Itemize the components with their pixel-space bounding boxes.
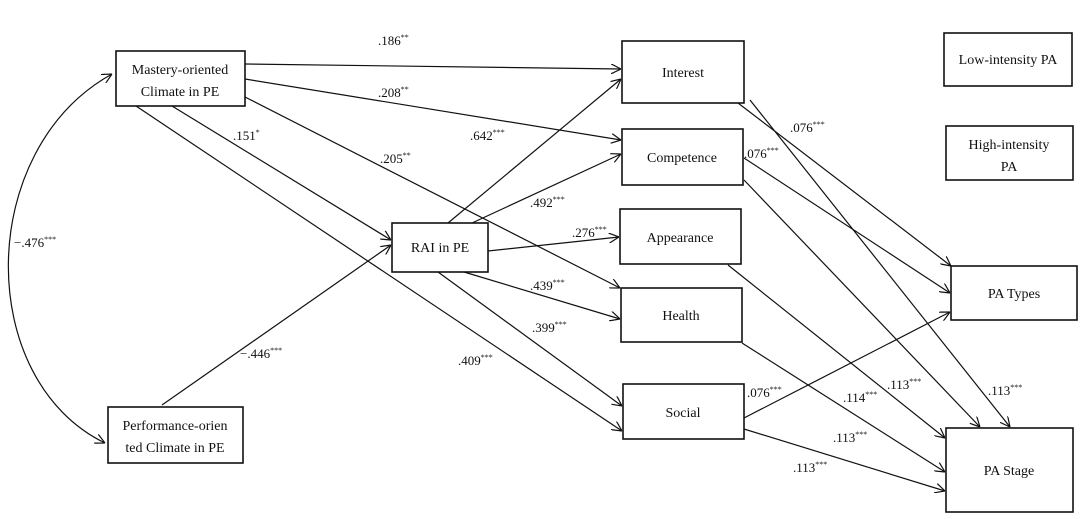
node-label: PA [1001,160,1019,175]
edge-mastery-rai [171,105,391,240]
edge-rai-health [463,271,620,319]
node-rai: RAI in PE [391,222,489,273]
coefficient-label-rai-social: .399*** [532,320,567,335]
edge-mastery-interest [244,63,621,69]
edge-social-stage [743,428,945,491]
edge-mastery-health [244,96,620,288]
coefficient-label-mastery-rai: .151* [233,128,260,143]
node-health: Health [620,287,743,343]
edge-performance-rai [161,245,391,406]
node-label: Low-intensity PA [959,53,1059,68]
coefficient-label-rai-competence: .492*** [530,195,565,210]
coefficient-label-social-types: .076*** [747,385,782,400]
coefficient-label-appearance-stage: .114*** [843,390,877,405]
coefficient-label-competence-types: .076*** [744,146,779,161]
coefficient-label-interest-types: .076*** [790,120,825,135]
edge-interest-stage [749,99,1010,427]
node-label: PA Types [988,287,1040,302]
coefficient-label-competence-stage: .113*** [887,377,921,392]
edge-social-types [743,312,950,419]
node-pa-stage: PA Stage [945,427,1074,513]
node-label: Competence [647,151,717,166]
coefficient-label-corr-mastery-performance: −.476*** [14,235,56,250]
node-competence: Competence [621,128,744,186]
edge-competence-types [743,157,950,293]
node-label: Interest [662,66,704,81]
node-label: ted Climate in PE [125,441,224,456]
node-mastery-climate: Mastery-oriented Climate in PE [115,50,246,107]
coefficient-label-rai-interest: .642*** [470,128,505,143]
coefficient-label-mastery-interest: .186** [378,33,409,48]
coefficient-label-performance-rai: −.446*** [240,346,282,361]
node-label: PA Stage [984,464,1034,479]
edge-competence-stage [743,179,980,427]
edge-interest-types [737,102,951,266]
coefficient-label-mastery-health: .205** [380,151,411,166]
node-label: Social [666,406,701,421]
coefficient-label-health-stage: .113*** [833,430,867,445]
edge-rai-appearance [487,237,619,252]
edge-rai-social [437,271,622,406]
node-label: Appearance [647,231,714,246]
node-interest: Interest [621,40,745,104]
edge-mastery-competence [244,78,621,140]
coefficient-label-rai-appearance: .276*** [572,225,607,240]
edge-mastery-social [135,105,622,431]
edge-corr-mastery-performance [7,74,112,443]
node-label: Performance-orien [123,419,228,434]
node-label: Health [662,309,699,324]
coefficient-label-social-stage: .113*** [793,460,827,475]
node-label: High-intensity [969,138,1050,153]
edge-appearance-stage [727,264,945,438]
edge-rai-interest [447,79,621,224]
coefficient-label-mastery-social: .409*** [458,353,493,368]
node-performance-climate: Performance-orien ted Climate in PE [107,406,244,464]
coefficient-label-mastery-competence: .208** [378,85,409,100]
edge-health-stage [741,342,945,472]
node-pa-types: PA Types [950,265,1078,321]
node-social: Social [622,383,745,440]
coefficient-label-interest-stage: .113*** [988,383,1022,398]
node-appearance: Appearance [619,208,742,265]
legend-low-intensity: Low-intensity PA [943,32,1073,87]
edge-rai-competence [471,154,621,224]
node-label: RAI in PE [411,241,469,256]
coefficient-label-rai-health: .439*** [530,278,565,293]
legend-high-intensity: High-intensity PA [945,125,1074,181]
node-label: Mastery-oriented [132,63,228,78]
node-label: Climate in PE [141,85,220,100]
